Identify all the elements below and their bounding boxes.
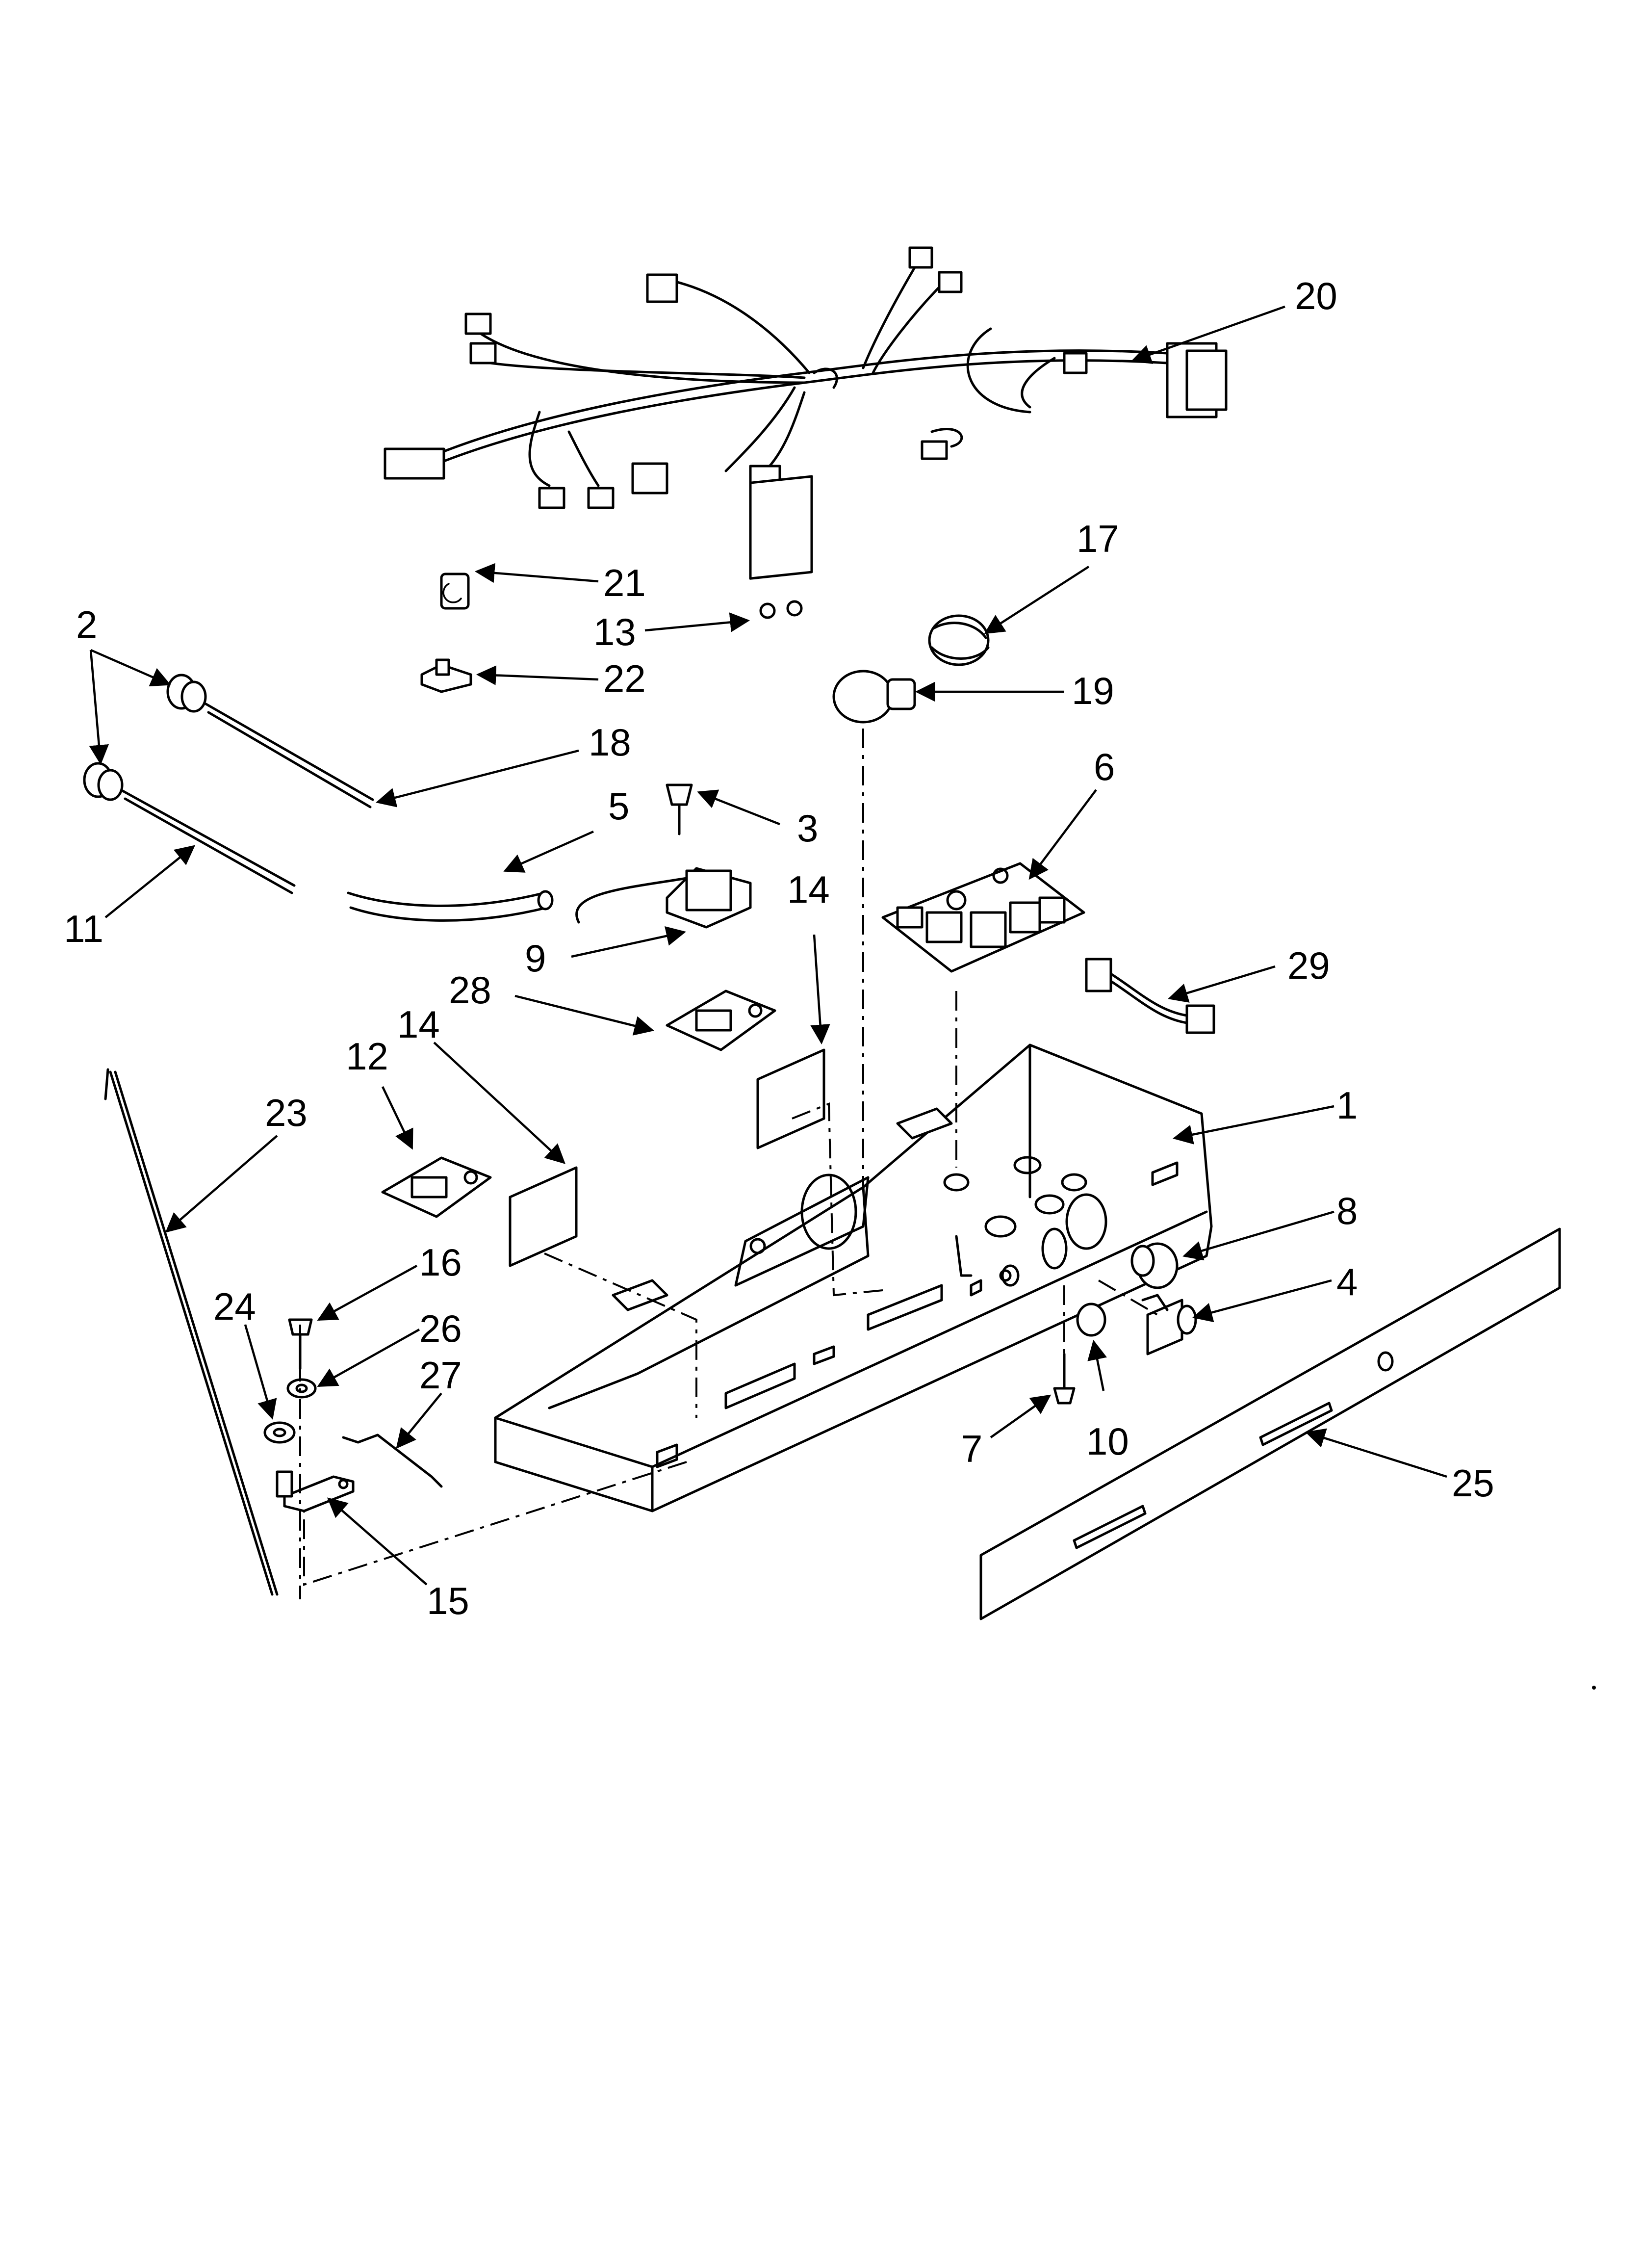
part-25-trim	[979, 1227, 1561, 1620]
leader-lines	[89, 305, 1447, 1586]
wire-harness	[384, 246, 1228, 509]
part-9-relay	[575, 867, 752, 929]
callout-4: 4	[1336, 1260, 1358, 1303]
part-1-control-housing	[494, 1043, 1213, 1512]
part-2-fitting-lower	[83, 762, 124, 801]
part-19-bulb	[832, 670, 916, 724]
callout-6: 6	[1094, 745, 1115, 788]
callout-23: 23	[265, 1091, 308, 1134]
part-12-bracket	[381, 1156, 492, 1218]
part-10-button	[1076, 1303, 1106, 1337]
callout-26: 26	[419, 1307, 462, 1350]
callout-13: 13	[593, 610, 636, 653]
callout-14-right: 14	[787, 868, 830, 911]
part-17-socket	[928, 614, 990, 666]
part-23-rod	[104, 1068, 279, 1596]
callout-5: 5	[608, 784, 629, 828]
part-4-switch	[1141, 1294, 1197, 1356]
part-14-label-left	[509, 1166, 578, 1267]
part-13-grommet-pad	[749, 475, 813, 619]
callout-18: 18	[589, 721, 631, 764]
callout-12: 12	[346, 1035, 388, 1078]
callout-3: 3	[797, 807, 818, 850]
part-3-screw	[666, 783, 693, 835]
part-24-washer	[263, 1421, 296, 1444]
callout-8: 8	[1336, 1189, 1358, 1232]
part-26-washer	[286, 1378, 317, 1399]
part-29-harness	[1085, 958, 1215, 1034]
callout-20: 20	[1295, 274, 1337, 317]
callout-27: 27	[419, 1354, 462, 1397]
part-8-plug	[1130, 1242, 1179, 1289]
alignment-lines	[299, 729, 1158, 1599]
callout-2: 2	[76, 603, 97, 646]
callout-29: 29	[1287, 944, 1330, 987]
part-14-label-right	[756, 1048, 825, 1149]
callout-21: 21	[603, 561, 646, 604]
part-7-screw	[1053, 1353, 1076, 1405]
callout-19: 19	[1072, 669, 1114, 712]
callout-9: 9	[525, 937, 546, 980]
part-5-hose	[347, 890, 554, 922]
callout-22: 22	[603, 657, 646, 700]
callout-11: 11	[64, 907, 103, 950]
part-27-spring	[342, 1434, 443, 1488]
part-2-fitting-upper	[166, 674, 207, 713]
callout-labels: 20 21 13 22 17 19 2 18 3 5 6 11 9 14 29 …	[64, 274, 1494, 1622]
callout-24: 24	[213, 1285, 256, 1328]
callout-10: 10	[1086, 1420, 1129, 1463]
callout-28: 28	[449, 968, 491, 1012]
part-6-control-board	[881, 862, 1085, 973]
callout-17: 17	[1077, 517, 1119, 560]
part-28-bracket	[666, 990, 776, 1051]
part-18-tube	[205, 703, 374, 808]
part-15-hinge	[276, 1470, 355, 1512]
callout-14-left: 14	[397, 1003, 440, 1046]
part-22-clip	[420, 658, 472, 693]
part-21	[440, 573, 470, 610]
stray-dot	[1592, 1686, 1596, 1690]
callout-1: 1	[1336, 1084, 1358, 1127]
callout-25: 25	[1452, 1461, 1494, 1505]
part-11-tube	[121, 789, 296, 894]
callout-7: 7	[961, 1427, 982, 1470]
callout-16: 16	[419, 1241, 462, 1284]
callout-15: 15	[427, 1579, 469, 1622]
